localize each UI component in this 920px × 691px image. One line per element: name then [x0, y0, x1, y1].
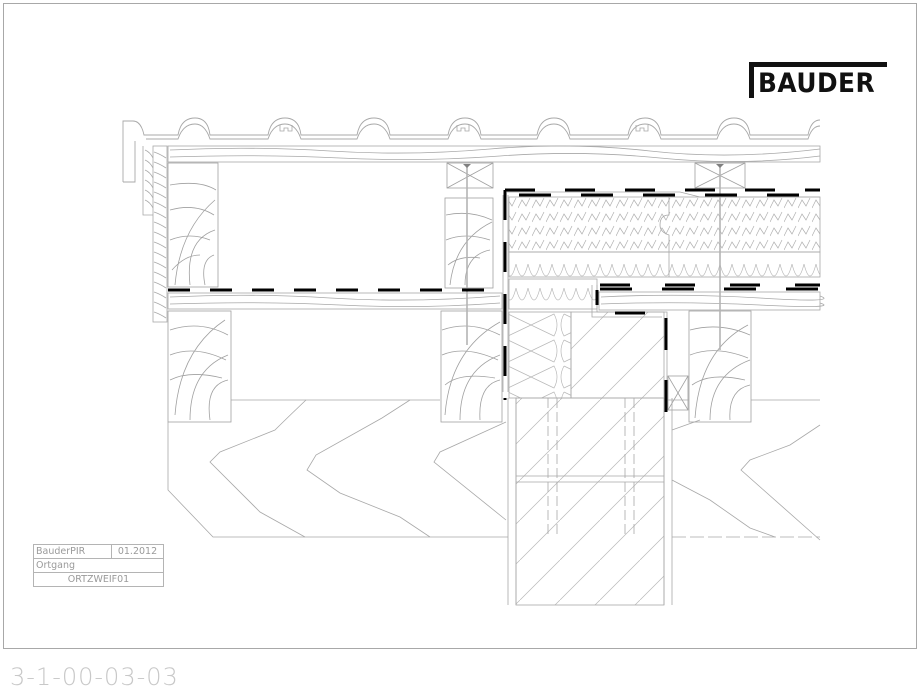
title-block-row-detail: Ortgang	[34, 559, 163, 573]
timber-rafters	[167, 162, 752, 423]
logo-bar	[749, 62, 887, 67]
pir-insulation	[508, 196, 821, 310]
product-name: BauderPIR	[34, 545, 112, 558]
roof-tiles	[122, 117, 821, 183]
masonry-gable-wall	[507, 311, 673, 606]
issue-date: 01.2012	[117, 546, 158, 557]
logo-text: BAUDER	[758, 68, 876, 99]
screw-heads	[463, 164, 724, 168]
mineral-wool-insulation	[508, 311, 572, 399]
fascia-board	[142, 145, 168, 323]
sealing-membrane-dashed	[168, 188, 820, 412]
logo-stem	[749, 62, 754, 98]
bauder-logo: BAUDER	[749, 62, 889, 99]
detail-name: Ortgang	[36, 560, 76, 571]
tile-batten-layer	[167, 145, 821, 163]
rafter-beam-lines	[167, 399, 821, 541]
title-block-row-product: BauderPIR 01.2012	[34, 545, 163, 559]
drawing-number: 3-1-00-03-03	[10, 663, 179, 691]
title-block-row-code: ORTZWEIF01	[34, 573, 163, 586]
drawing-code: ORTZWEIF01	[67, 574, 130, 585]
title-block: BauderPIR 01.2012 Ortgang ORTZWEIF01	[33, 544, 164, 587]
drawing-frame	[3, 3, 917, 649]
